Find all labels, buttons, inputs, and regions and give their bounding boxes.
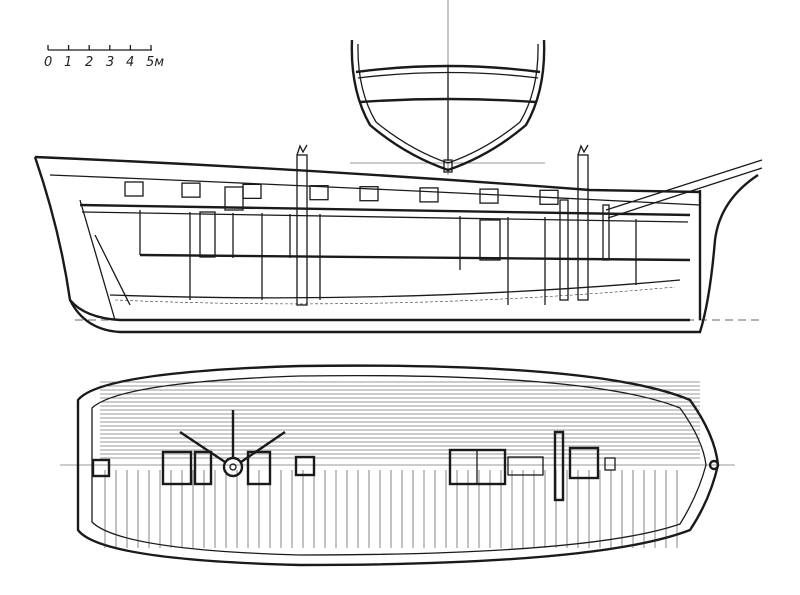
gunport	[309, 185, 329, 201]
gunport	[124, 181, 144, 197]
gunport	[419, 187, 439, 203]
scale-label-3: 3	[106, 55, 114, 70]
cross-section-view	[350, 0, 546, 175]
scale-label-4: 4	[126, 55, 134, 70]
gunport	[242, 183, 262, 200]
profile-view	[33, 144, 763, 334]
gunport	[479, 188, 499, 204]
gunport	[181, 182, 201, 198]
scale-label-0: 0	[44, 55, 52, 70]
scale-label-2: 2	[85, 55, 93, 70]
gunport	[359, 186, 379, 202]
deck-plan-view	[60, 364, 735, 567]
scale-label-5: 5м	[146, 55, 164, 70]
gunport	[539, 189, 559, 205]
scale-bar: 0 1 2 3 4 5м	[44, 45, 164, 70]
scale-label-1: 1	[64, 55, 72, 70]
